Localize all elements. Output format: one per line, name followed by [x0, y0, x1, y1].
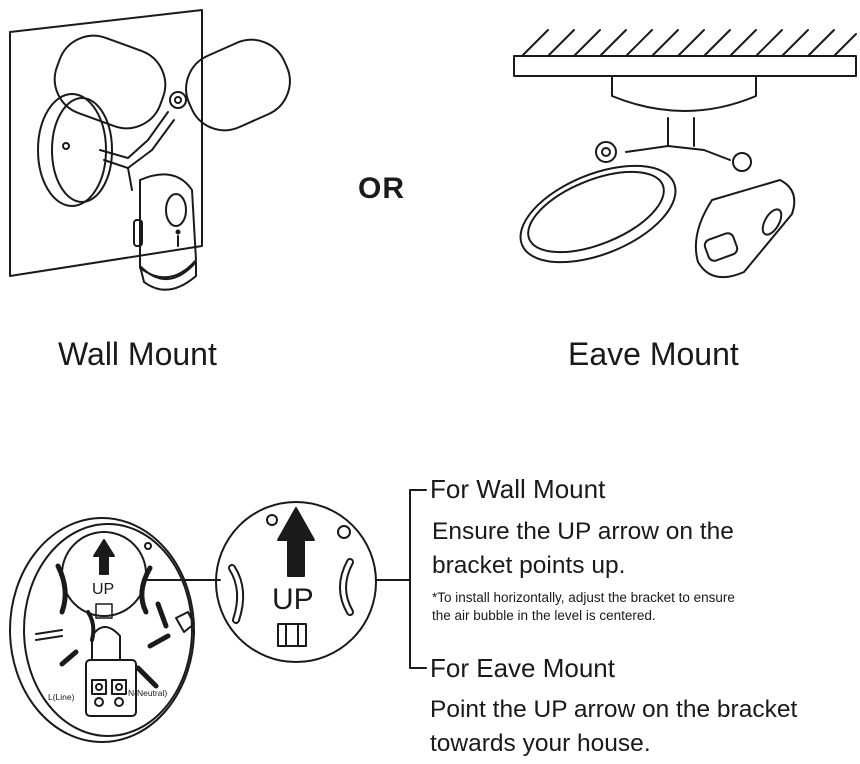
line-terminal-label: L(Line): [48, 692, 75, 702]
bracket-illustration: [9, 501, 411, 743]
wall-mount-instruction-line1: Ensure the UP arrow on the: [432, 518, 734, 545]
wall-mount-instruction-line2: bracket points up.: [432, 552, 626, 579]
eave-mount-illustration: [513, 29, 857, 279]
or-label: OR: [358, 172, 405, 205]
up-label-small: UP: [92, 581, 115, 598]
wall-mount-note-line1: *To install horizontally, adjust the bra…: [432, 590, 735, 605]
eave-mount-instruction-line1: Point the UP arrow on the bracket: [430, 696, 798, 723]
wall-mount-caption: Wall Mount: [58, 336, 217, 372]
up-label-big: UP: [272, 583, 314, 616]
eave-mount-instruction-line2: towards your house.: [430, 730, 651, 757]
callout-bracket: [409, 489, 427, 669]
neutral-terminal-label: N(Neutral): [128, 688, 168, 698]
eave-mount-heading: For Eave Mount: [430, 653, 615, 683]
wall-mount-heading: For Wall Mount: [430, 474, 606, 504]
wall-mount-note-line2: the air bubble in the level is centered.: [432, 608, 656, 623]
eave-mount-caption: Eave Mount: [568, 336, 739, 372]
wall-mount-illustration: [9, 9, 291, 291]
